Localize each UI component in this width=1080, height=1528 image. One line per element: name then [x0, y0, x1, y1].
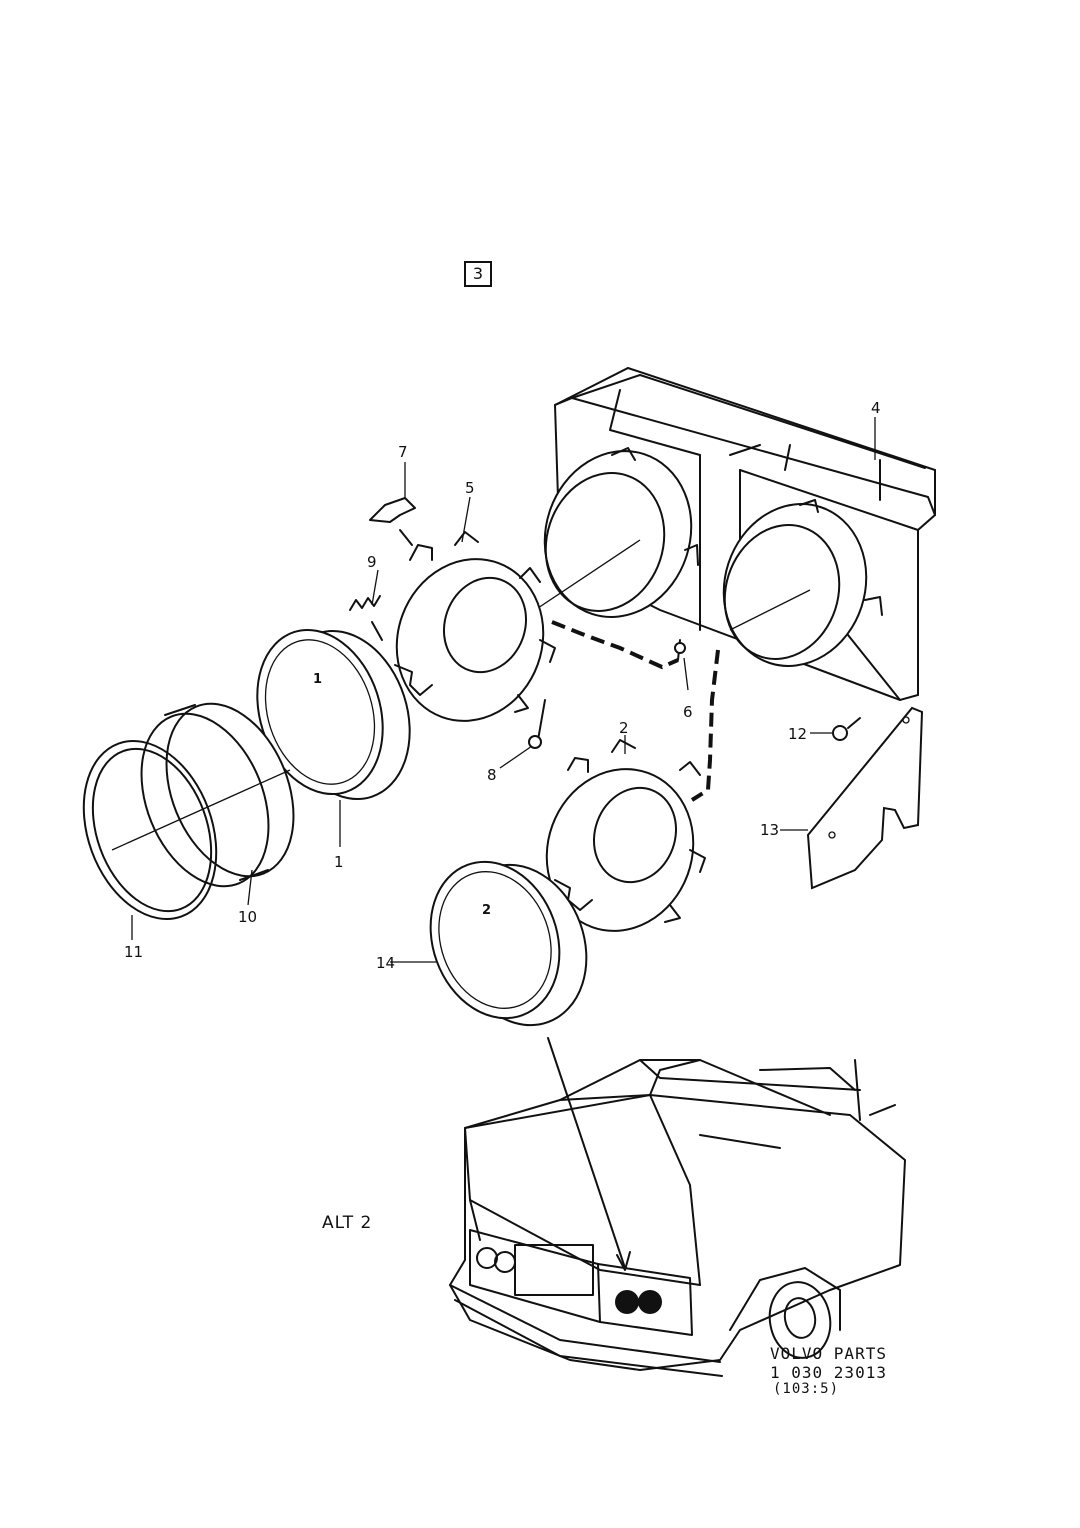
callout-14: 13: [760, 821, 779, 839]
spring-part-10: [349, 595, 383, 641]
alt-label: ALT 2: [322, 1213, 373, 1233]
car-illustration: [449, 1059, 906, 1377]
page-number-box: 3: [464, 261, 492, 287]
footer-line-2: 1 030 23013: [770, 1363, 887, 1382]
callout-8: 8: [487, 766, 497, 784]
screw-part-13: [832, 717, 861, 741]
callout-2: 14: [376, 954, 395, 972]
mounting-ring-lower: [545, 739, 706, 932]
leader-lines: [131, 417, 876, 963]
clip-part-9: [369, 497, 416, 546]
outer-ring: [82, 739, 291, 921]
callout-13: 12: [788, 725, 807, 743]
callout-12: 11: [124, 943, 143, 961]
nut-part-7: [674, 639, 686, 661]
svg-text:2: 2: [482, 903, 491, 918]
callout-9: 7: [398, 443, 408, 461]
mounting-ring-upper: [394, 531, 556, 722]
headlight-housing: [543, 366, 936, 702]
callout-11: 10: [238, 908, 257, 926]
trim-ring: [140, 702, 295, 888]
screw-part-8: [528, 699, 546, 749]
callout-4: 4: [871, 399, 881, 417]
headlamp-lower: 2: [429, 860, 588, 1027]
callout-10: 9: [367, 553, 377, 571]
callouts: 7 5 4 9 6 12 8 2 13 1 10 11 14: [124, 399, 881, 972]
footer-line-3: (103:5): [773, 1381, 840, 1397]
svg-text:1: 1: [313, 672, 322, 687]
footer-line-1: VOLVO PARTS: [770, 1344, 887, 1363]
headlamp-upper: 1: [256, 628, 411, 801]
callout-7: 6: [683, 703, 693, 721]
callout-6: 2: [619, 719, 629, 737]
callout-1: 1: [334, 853, 344, 871]
callout-5: 5: [465, 479, 475, 497]
cover-plate: [806, 706, 924, 890]
